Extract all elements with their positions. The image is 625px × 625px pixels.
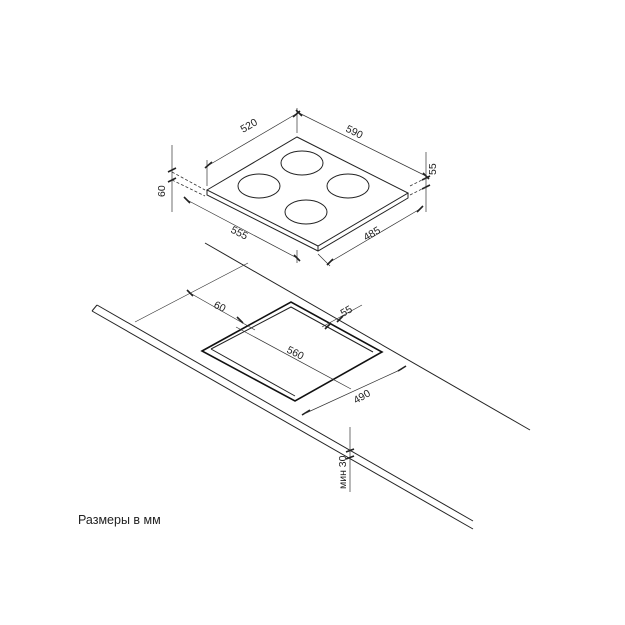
- dim-min-30: мин 30: [337, 427, 355, 492]
- hob-burners: [237, 150, 370, 225]
- dim-cutout-490: 490: [301, 365, 407, 416]
- burner-left: [237, 173, 281, 199]
- cutout-inner-left: [210, 348, 296, 397]
- countertop-reference-line: [134, 262, 249, 323]
- dim-55-height-label: 55: [427, 163, 439, 175]
- dim-555: 555: [183, 196, 301, 263]
- dim-offset-55-label: 55: [339, 303, 355, 319]
- dim-min-30-label: мин 30: [337, 455, 349, 489]
- countertop-left-edge-bottom: [91, 310, 474, 530]
- dim-555-label: 555: [229, 224, 250, 243]
- countertop-drawing: 60 55 560 490 мин 30: [91, 242, 531, 530]
- burner-back: [280, 150, 324, 176]
- dim-offset-60-label: 60: [212, 299, 228, 315]
- dim-offset-55: 55: [321, 303, 363, 330]
- hob-drawing: 520 590 60 55: [156, 108, 439, 267]
- dim-520-label: 520: [239, 116, 260, 135]
- dim-590: 590: [295, 109, 430, 180]
- burner-front: [284, 199, 328, 225]
- countertop-corner: [91, 304, 98, 312]
- hob-front-edge: [206, 190, 409, 252]
- dim-offset-60: 60: [186, 289, 256, 331]
- dim-60-height-label: 60: [156, 185, 168, 197]
- dim-cutout-490-label: 490: [352, 387, 373, 406]
- countertop-back-edge: [204, 242, 531, 431]
- dim-cutout-560-label: 560: [285, 344, 306, 363]
- dim-590-label: 590: [344, 123, 365, 142]
- cutout-inner: [210, 306, 374, 353]
- units-caption: Размеры в мм: [78, 513, 161, 527]
- dim-cutout-560: 560: [235, 326, 352, 390]
- dim-485-label: 485: [362, 224, 383, 243]
- countertop-left-edge-top: [96, 304, 474, 522]
- dim-60-height: 60: [156, 145, 206, 212]
- burner-right: [326, 173, 370, 199]
- cutout-outer: [200, 301, 384, 402]
- dim-55-height: 55: [409, 152, 439, 212]
